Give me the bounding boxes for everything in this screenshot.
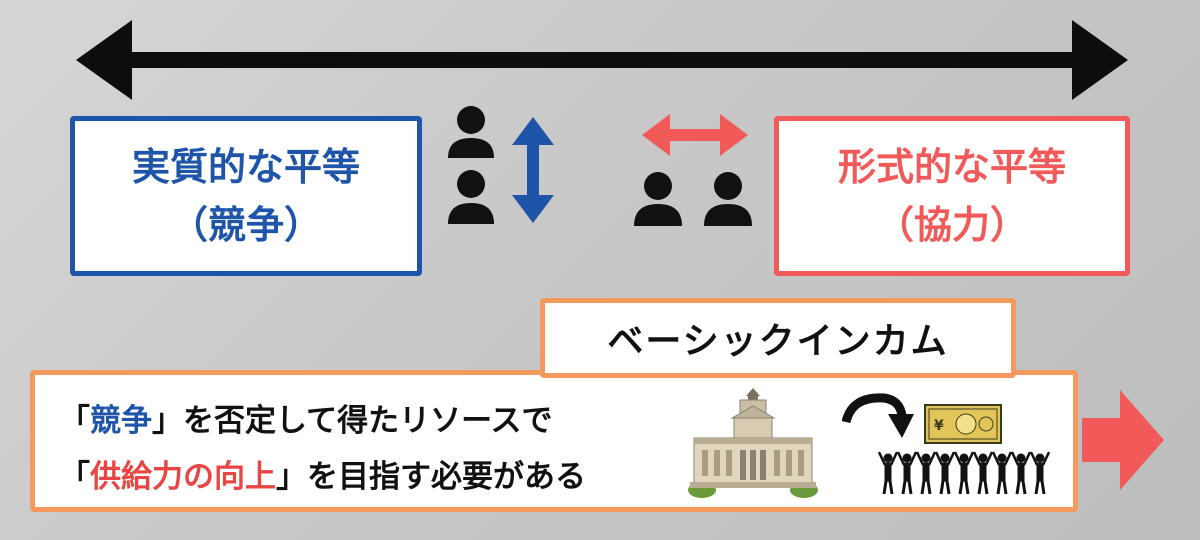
- double-headed-arrow-icon: [76, 20, 1128, 100]
- crowd-icon: [878, 451, 1050, 495]
- competition-highlight: 競争: [90, 403, 152, 439]
- svg-text:¥: ¥: [934, 418, 944, 434]
- stacked-people-icon: [448, 106, 494, 224]
- explanation-line-2: 「供給力の向上」を目指す必要がある: [59, 459, 586, 495]
- basic-income-label: ベーシックインカム: [540, 298, 1016, 378]
- substantive-equality-box: 実質的な平等 （競争）: [70, 116, 422, 276]
- competition-label: （競争）: [169, 203, 322, 247]
- side-by-side-people-icon: [634, 172, 752, 226]
- explanation-line-1: 「競争」を否定して得たリソースで: [59, 403, 553, 439]
- substantive-equality-title: 実質的な平等: [131, 145, 360, 189]
- formal-equality-box: 形式的な平等 （協力）: [774, 116, 1130, 276]
- banknote-icon: ¥: [924, 404, 1002, 444]
- formal-equality-title: 形式的な平等: [837, 145, 1066, 189]
- curved-arrow-icon: [842, 393, 914, 438]
- explanation-panel: 「競争」を否定して得たリソースで 「供給力の向上」を目指す必要がある: [30, 370, 1078, 512]
- right-arrow-icon: [1082, 390, 1164, 490]
- vertical-double-arrow-icon: [512, 117, 554, 223]
- cooperation-label: （協力）: [875, 203, 1028, 247]
- horizontal-double-arrow-icon: [642, 114, 748, 156]
- supply-improvement-highlight: 供給力の向上: [90, 459, 276, 495]
- parliament-building-icon: [688, 388, 818, 498]
